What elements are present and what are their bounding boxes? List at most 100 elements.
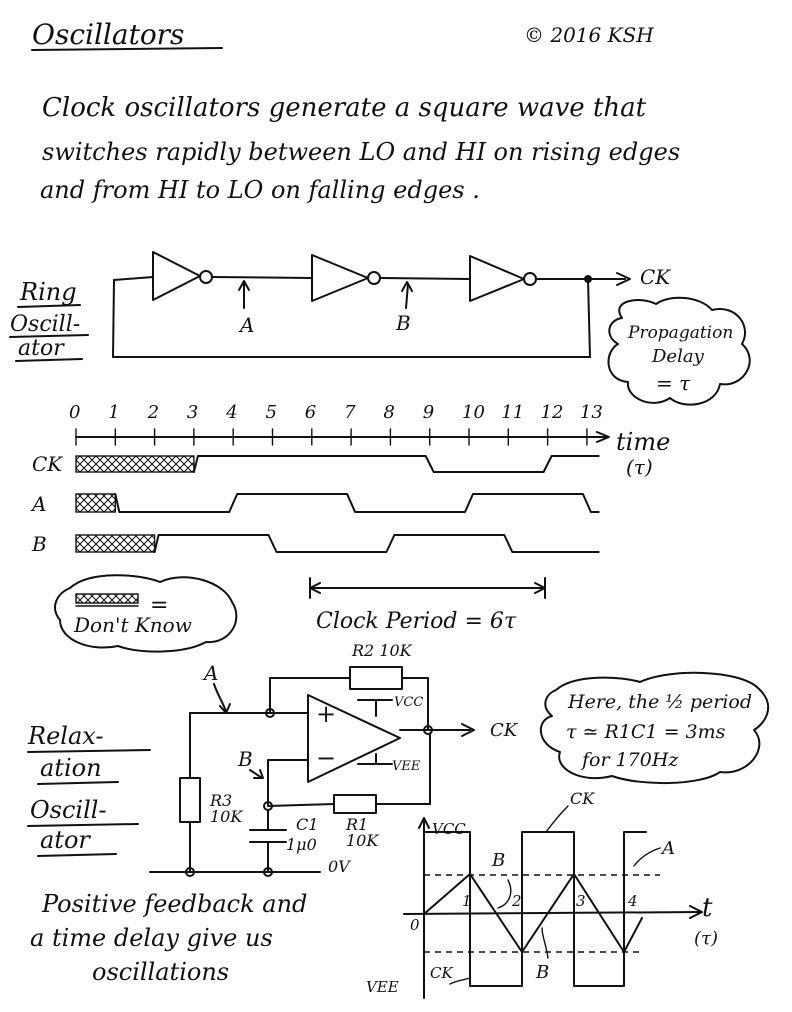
title-underline bbox=[31, 47, 223, 51]
r3-name: R3 bbox=[209, 791, 232, 810]
wave-b-bottom-label: B bbox=[535, 962, 549, 983]
c1-value: 1μ0 bbox=[286, 835, 317, 854]
footer-line-2: a time delay give us bbox=[30, 924, 273, 952]
timing-tick-label: 11 bbox=[501, 402, 524, 423]
wave-tick-label: 1 bbox=[462, 892, 472, 910]
timing-axis bbox=[75, 428, 610, 446]
op-amp-minus: − bbox=[316, 744, 336, 772]
intro-line-2: switches rapidly between LO and HI on ri… bbox=[42, 138, 680, 166]
signal-label: B bbox=[31, 532, 47, 556]
timing-tick-label: 4 bbox=[225, 402, 237, 423]
capacitor-triangle-wave bbox=[423, 873, 643, 953]
wave-tick-label: 4 bbox=[627, 892, 638, 910]
signal-waveform bbox=[153, 534, 600, 553]
resistor-r3 bbox=[179, 777, 201, 823]
wave-axis-label: t bbox=[702, 893, 713, 923]
intro-line-3: and from HI to LO on falling edges . bbox=[40, 176, 480, 204]
wave-a-label: A bbox=[660, 838, 675, 859]
op-amp-plus: + bbox=[316, 700, 336, 728]
wave-axis-unit: (τ) bbox=[694, 928, 718, 949]
clock-period-label: Clock Period = 6τ bbox=[316, 609, 517, 634]
relax-ck-arrow bbox=[461, 723, 475, 737]
wave-ck-bottom-label: CK bbox=[430, 964, 453, 982]
svg-text:ation: ation bbox=[40, 754, 102, 782]
timing-tick-label: 3 bbox=[187, 402, 198, 423]
wave-tick-label: 2 bbox=[511, 892, 522, 910]
wave-vee-label: VEE bbox=[366, 978, 399, 996]
ck-square-wave bbox=[423, 831, 647, 987]
ground-label: 0V bbox=[328, 857, 351, 876]
clock-period-bracket bbox=[309, 577, 546, 599]
timing-tick-label: 13 bbox=[580, 402, 603, 423]
ring-oscillator-label: Ring Oscill- ator bbox=[9, 278, 89, 362]
wave-vcc-label: VCC bbox=[432, 820, 466, 838]
bubble-text-2: Delay bbox=[651, 346, 705, 367]
r1-name: R1 bbox=[345, 815, 368, 834]
legend-hatch-sample bbox=[75, 593, 139, 604]
relaxation-oscillator-label: Relax- ation Oscill- ator bbox=[27, 722, 151, 857]
r3-value: 10K bbox=[210, 807, 243, 826]
op-amp bbox=[307, 694, 401, 783]
timing-tick-label: 10 bbox=[462, 402, 485, 423]
inverter-1-bubble bbox=[199, 270, 213, 284]
timing-tick-label: 12 bbox=[541, 402, 564, 423]
copyright-notice: © 2016 KSH bbox=[524, 23, 654, 47]
svg-text:ator: ator bbox=[40, 826, 91, 854]
output-node bbox=[423, 725, 433, 735]
signal-b: B bbox=[31, 532, 600, 556]
timing-tick-label: 9 bbox=[423, 402, 434, 423]
unknown-region bbox=[75, 534, 156, 553]
time-axis-unit: (τ) bbox=[626, 455, 653, 479]
dont-know-legend-bubble bbox=[54, 574, 238, 653]
timing-tick-label: 7 bbox=[344, 402, 356, 423]
half-period-text-1: Here, the ½ period bbox=[567, 691, 752, 713]
unknown-region bbox=[75, 493, 116, 513]
relaxation-circuit bbox=[149, 666, 475, 877]
svg-text:Oscill-: Oscill- bbox=[10, 312, 80, 337]
signal-ck: CK bbox=[32, 452, 600, 476]
vee-pin-label: VEE bbox=[392, 759, 421, 774]
timing-tick-label: 8 bbox=[383, 402, 394, 423]
footer-line-1: Positive feedback and bbox=[41, 890, 307, 918]
inverter-2 bbox=[311, 254, 369, 302]
inverter-1 bbox=[152, 251, 201, 301]
ring-ck-label: CK bbox=[640, 265, 671, 289]
relax-ck-label: CK bbox=[490, 720, 519, 741]
vcc-pin-label: VCC bbox=[394, 695, 423, 710]
resistor-r1 bbox=[333, 794, 377, 814]
c1-name: C1 bbox=[296, 815, 318, 834]
timing-tick-label: 0 bbox=[69, 402, 80, 423]
wave-tick-label: 0 bbox=[410, 916, 420, 934]
svg-text:ator: ator bbox=[18, 336, 65, 361]
legend-text: Don't Know bbox=[73, 613, 192, 637]
relax-waveform bbox=[403, 805, 703, 999]
relax-node-a-label: A bbox=[202, 661, 218, 685]
signal-waveform bbox=[192, 455, 600, 473]
half-period-text-3: for 170Hz bbox=[580, 749, 679, 771]
r1-value: 10K bbox=[346, 831, 379, 850]
wave-b-top-label: B bbox=[491, 850, 505, 871]
relax-node-b-label: B bbox=[237, 747, 253, 771]
propagation-delay-bubble bbox=[607, 296, 751, 406]
legend-equals: = bbox=[150, 593, 168, 618]
resistor-r2 bbox=[349, 666, 403, 690]
time-axis-label: time bbox=[616, 428, 670, 456]
bubble-text-3: = τ bbox=[656, 371, 691, 395]
timing-tick-label: 1 bbox=[108, 402, 119, 423]
svg-text:Ring: Ring bbox=[19, 278, 77, 306]
inverter-3 bbox=[469, 255, 525, 302]
timing-tick-label: 2 bbox=[147, 402, 159, 423]
r2-label: R2 10K bbox=[351, 641, 413, 660]
ring-node-a-label: A bbox=[238, 313, 254, 337]
half-period-text-2: τ ≃ R1C1 = 3ms bbox=[566, 721, 726, 743]
timing-tick-label: 6 bbox=[305, 402, 316, 423]
signal-label: CK bbox=[32, 452, 63, 476]
page-title: Oscillators bbox=[32, 18, 184, 51]
bubble-text-1: Propagation bbox=[627, 323, 733, 343]
ring-oscillator-circuit bbox=[112, 251, 631, 358]
